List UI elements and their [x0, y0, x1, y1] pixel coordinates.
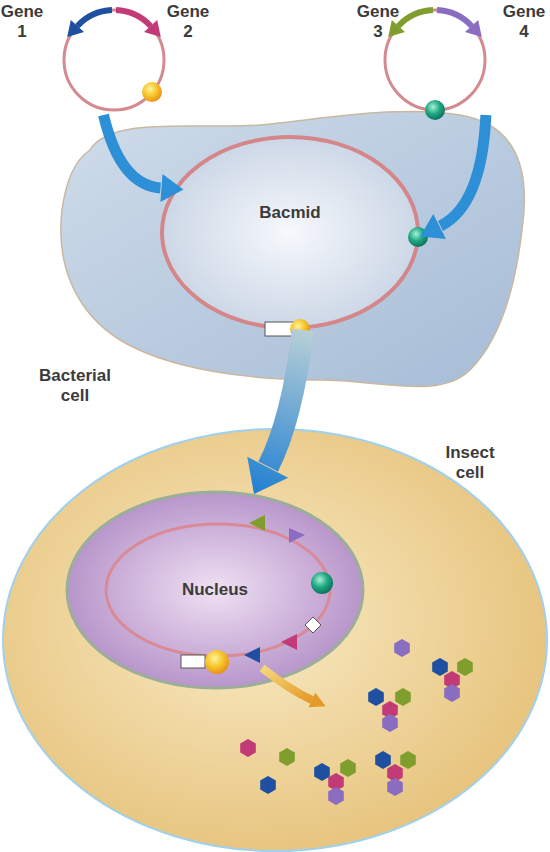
protein-subunit	[368, 688, 384, 706]
recombination-site	[205, 650, 229, 674]
expression-arrow	[262, 668, 312, 700]
protein-subunit	[328, 787, 344, 805]
node-label: Gene 3	[355, 2, 401, 42]
expression-arrowhead	[309, 693, 326, 708]
plasmid-ring	[385, 10, 485, 110]
bacterial-cell: Bacterial cell Bacmid	[25, 108, 530, 408]
arrow-head	[160, 174, 183, 202]
protein-subunit	[387, 778, 403, 796]
gene-arrowhead	[465, 20, 482, 37]
gene-arrowhead	[67, 20, 84, 37]
gene-arrowhead	[144, 20, 161, 37]
protein-subunits	[240, 639, 473, 805]
protein-subunit	[382, 714, 398, 732]
gene-arrow	[116, 10, 151, 26]
recombination-site	[311, 572, 333, 594]
node-label: Nucleus	[165, 580, 265, 600]
protein-subunit	[260, 776, 276, 794]
gene-arrowhead	[289, 528, 305, 543]
arrow-shaft	[441, 115, 486, 226]
recombination-site	[142, 82, 162, 102]
arrow-shaft	[268, 330, 303, 466]
protein-subunit	[432, 658, 448, 676]
protein-subunit	[375, 751, 391, 769]
protein-subunit	[395, 688, 411, 706]
protein-subunit	[314, 763, 330, 781]
plasmid: Gene 3 Gene 4	[321, 0, 550, 115]
recombination-site	[408, 227, 428, 247]
bacmid-ring	[106, 524, 330, 656]
node-label: Gene 1	[0, 2, 44, 42]
protein-subunit	[394, 639, 410, 657]
transfer-arrow	[104, 115, 184, 202]
gene-arrowhead	[249, 515, 265, 531]
bacmid-ring	[162, 137, 418, 328]
insertion-site	[305, 617, 321, 633]
nucleus-outline	[67, 492, 363, 688]
gene-arrowhead	[388, 20, 405, 37]
node-label: Gene 4	[501, 2, 547, 42]
transfer-arrow	[420, 115, 486, 239]
plasmid: Gene 1 Gene 2	[0, 0, 230, 115]
protein-subunit	[240, 739, 256, 757]
plasmid-ring	[64, 10, 164, 110]
bacmid-shape	[160, 135, 420, 330]
gene-arrow	[77, 10, 112, 26]
protein-subunit	[340, 759, 356, 777]
arrow-head	[420, 214, 446, 239]
gene-arrowhead	[281, 634, 297, 650]
protein-subunit	[279, 748, 295, 766]
recombination-site	[425, 100, 445, 120]
arrow-head	[247, 457, 288, 494]
protein-subunit	[457, 658, 473, 676]
node-label: Gene 2	[165, 2, 211, 42]
gene-arrowhead	[244, 647, 260, 663]
insertion-site	[181, 655, 205, 668]
recombination-site	[290, 319, 310, 339]
cell-outline	[3, 429, 547, 851]
protein-subunit	[444, 684, 460, 702]
bacmid: Bacmid	[160, 135, 420, 330]
gene-arrow	[398, 10, 433, 26]
protein-subunit	[400, 751, 416, 769]
transfer-arrow	[247, 330, 303, 494]
node-label: Bacterial cell	[30, 366, 120, 406]
gene-arrow	[437, 10, 472, 26]
node-label: Bacmid	[240, 203, 340, 223]
arrow-shaft	[104, 115, 161, 188]
node-label: Insect cell	[430, 443, 510, 483]
cell-outline	[61, 111, 525, 386]
